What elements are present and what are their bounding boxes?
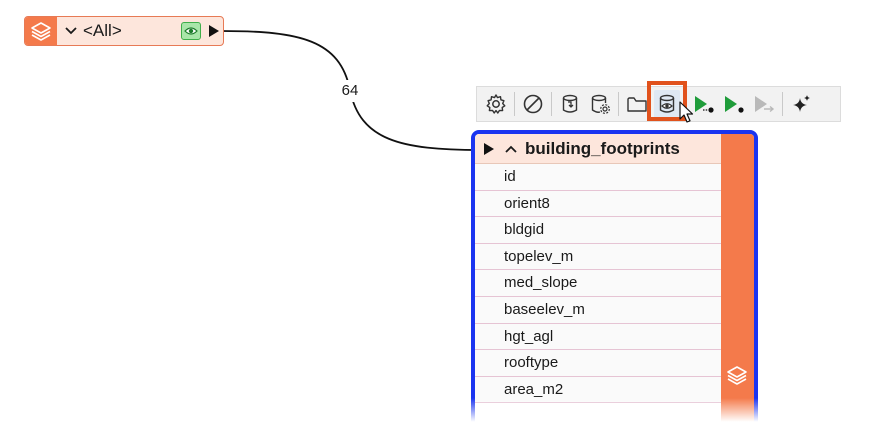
feature-type-header[interactable]: building_footprints: [475, 134, 721, 164]
input-port-icon[interactable]: [481, 141, 497, 157]
attribute-item[interactable]: hgt_agl: [475, 323, 721, 351]
source-node[interactable]: <All>: [24, 16, 224, 46]
attribute-item[interactable]: baseelev_m: [475, 296, 721, 324]
attribute-list: id orient8 bldgid topelev_m med_slope ba…: [475, 164, 721, 404]
attribute-item[interactable]: med_slope: [475, 270, 721, 297]
feature-count-label: 64: [335, 80, 365, 102]
attribute-item[interactable]: id: [475, 164, 721, 191]
folder-icon[interactable]: [624, 90, 650, 118]
database-update-icon[interactable]: [557, 90, 583, 118]
layers-icon: [726, 364, 748, 386]
layers-icon: [25, 17, 57, 45]
run-from-this-icon[interactable]: [721, 90, 747, 118]
toolbar-separator: [782, 92, 783, 116]
eye-icon[interactable]: [181, 22, 201, 40]
attribute-item[interactable]: area_m2: [475, 376, 721, 404]
feature-type-sidebar: [721, 134, 754, 426]
database-view-icon[interactable]: [647, 81, 687, 121]
attribute-item[interactable]: orient8: [475, 190, 721, 218]
run-disabled-icon: [751, 90, 777, 118]
output-port-icon[interactable]: [207, 24, 221, 38]
attribute-item[interactable]: topelev_m: [475, 243, 721, 271]
gear-icon[interactable]: [483, 90, 509, 118]
transformer-toolbar: [476, 81, 841, 122]
chevron-down-icon[interactable]: [61, 27, 81, 35]
toolbar-separator: [514, 92, 515, 116]
toolbar-separator: [618, 92, 619, 116]
chevron-up-icon[interactable]: [503, 141, 519, 157]
sparkle-icon[interactable]: [788, 90, 814, 118]
source-node-label: <All>: [83, 21, 122, 40]
run-to-this-icon[interactable]: [691, 90, 717, 118]
attribute-item[interactable]: bldgid: [475, 217, 721, 244]
feature-type-title: building_footprints: [525, 138, 680, 158]
disable-icon[interactable]: [520, 90, 546, 118]
toolbar-separator: [551, 92, 552, 116]
attribute-item[interactable]: rooftype: [475, 350, 721, 377]
feature-type-node[interactable]: building_footprints id orient8 bldgid to…: [471, 130, 758, 426]
database-settings-icon[interactable]: [587, 90, 613, 118]
mouse-cursor-icon: [679, 101, 695, 125]
